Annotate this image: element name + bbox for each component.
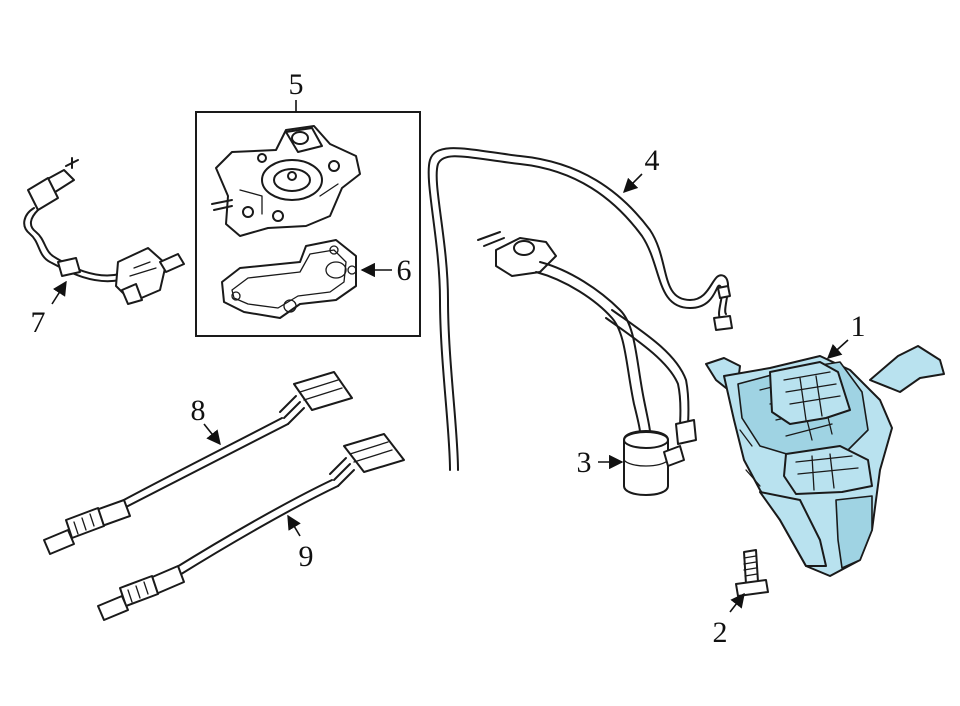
- part-4-vapor-line: [427, 147, 733, 471]
- callout-labels: 1 2 3 4 5 6 7 8 9: [31, 68, 866, 649]
- callout-9: 9: [299, 540, 314, 573]
- part-3-hose-assembly: [477, 231, 697, 496]
- callout-8: 8: [191, 394, 206, 427]
- part-6-gasket: [221, 239, 357, 319]
- callout-1: 1: [851, 310, 866, 343]
- callout-4: 4: [645, 144, 660, 177]
- callout-2: 2: [713, 616, 728, 649]
- callout-5: 5: [289, 68, 304, 101]
- callout-6: 6: [397, 254, 412, 287]
- leader-lines: [51, 173, 849, 613]
- part-1-vapor-canister: [705, 345, 945, 577]
- part-8-oxygen-sensor: [43, 371, 353, 555]
- part-5-6-box: [195, 100, 421, 337]
- part-9-oxygen-sensor: [97, 433, 405, 621]
- part-5-purge-valve: [211, 125, 361, 237]
- callout-7: 7: [31, 306, 46, 339]
- part-2-bolt: [735, 549, 769, 597]
- callout-3: 3: [577, 446, 592, 479]
- part-7-sensor-harness: [23, 157, 185, 305]
